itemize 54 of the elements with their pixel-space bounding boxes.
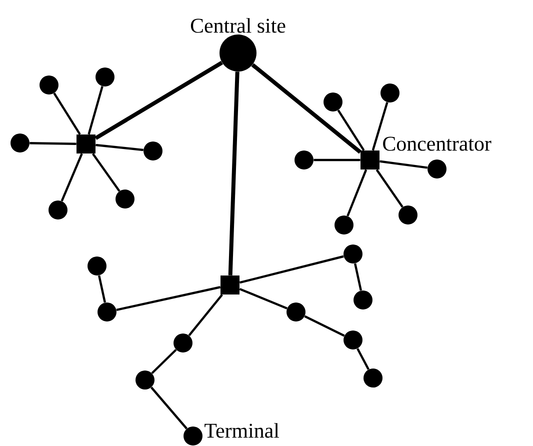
network-line xyxy=(116,286,221,311)
network-line xyxy=(346,169,368,216)
network-line xyxy=(150,386,188,430)
network-line xyxy=(188,294,223,336)
network-line xyxy=(337,110,365,151)
node-label: Terminal xyxy=(204,423,280,438)
network-line xyxy=(354,263,362,291)
terminal-circle xyxy=(286,302,306,322)
node-label: Concentrator xyxy=(383,136,492,151)
concentrator-square xyxy=(220,276,240,294)
terminal-circle xyxy=(344,244,362,264)
terminal-circle xyxy=(334,216,354,234)
terminal-circle xyxy=(40,76,58,94)
terminal-circle xyxy=(398,206,418,224)
network-line xyxy=(239,255,344,284)
terminal-circle xyxy=(48,200,68,220)
network-line xyxy=(98,275,106,303)
network-line xyxy=(92,153,120,192)
network-line xyxy=(239,288,288,310)
node-label: Central site xyxy=(190,18,286,33)
network-line xyxy=(151,348,177,374)
network-line xyxy=(251,63,362,154)
network-line xyxy=(88,86,104,135)
terminal-circle xyxy=(96,68,114,86)
network-line xyxy=(96,144,144,152)
terminal-circle xyxy=(294,150,314,170)
terminal-circle xyxy=(116,190,134,208)
terminal-circle xyxy=(380,84,400,102)
network-line xyxy=(30,142,76,145)
network-line xyxy=(380,160,428,169)
concentrator-square xyxy=(360,150,380,170)
terminal-circle xyxy=(428,160,446,178)
network-line xyxy=(94,60,223,140)
concentrator-square xyxy=(76,134,96,154)
terminal-circle xyxy=(354,290,372,310)
terminal-circle xyxy=(98,302,116,322)
network-line xyxy=(376,169,404,208)
network-line xyxy=(314,158,360,162)
terminal-circle xyxy=(344,330,362,350)
network-line xyxy=(304,315,345,337)
terminal-circle xyxy=(136,370,154,390)
network-line xyxy=(228,72,240,276)
terminal-circle xyxy=(184,426,202,446)
network-line xyxy=(60,153,83,202)
terminal-circle xyxy=(88,256,106,276)
network-line xyxy=(53,92,81,135)
terminal-circle xyxy=(10,134,30,152)
terminal-circle xyxy=(324,92,342,112)
central-site-circle xyxy=(220,34,256,72)
network-line xyxy=(356,348,370,370)
network-line xyxy=(372,102,388,151)
terminal-circle xyxy=(174,334,192,352)
terminal-circle xyxy=(364,368,382,388)
terminal-circle xyxy=(144,142,162,160)
